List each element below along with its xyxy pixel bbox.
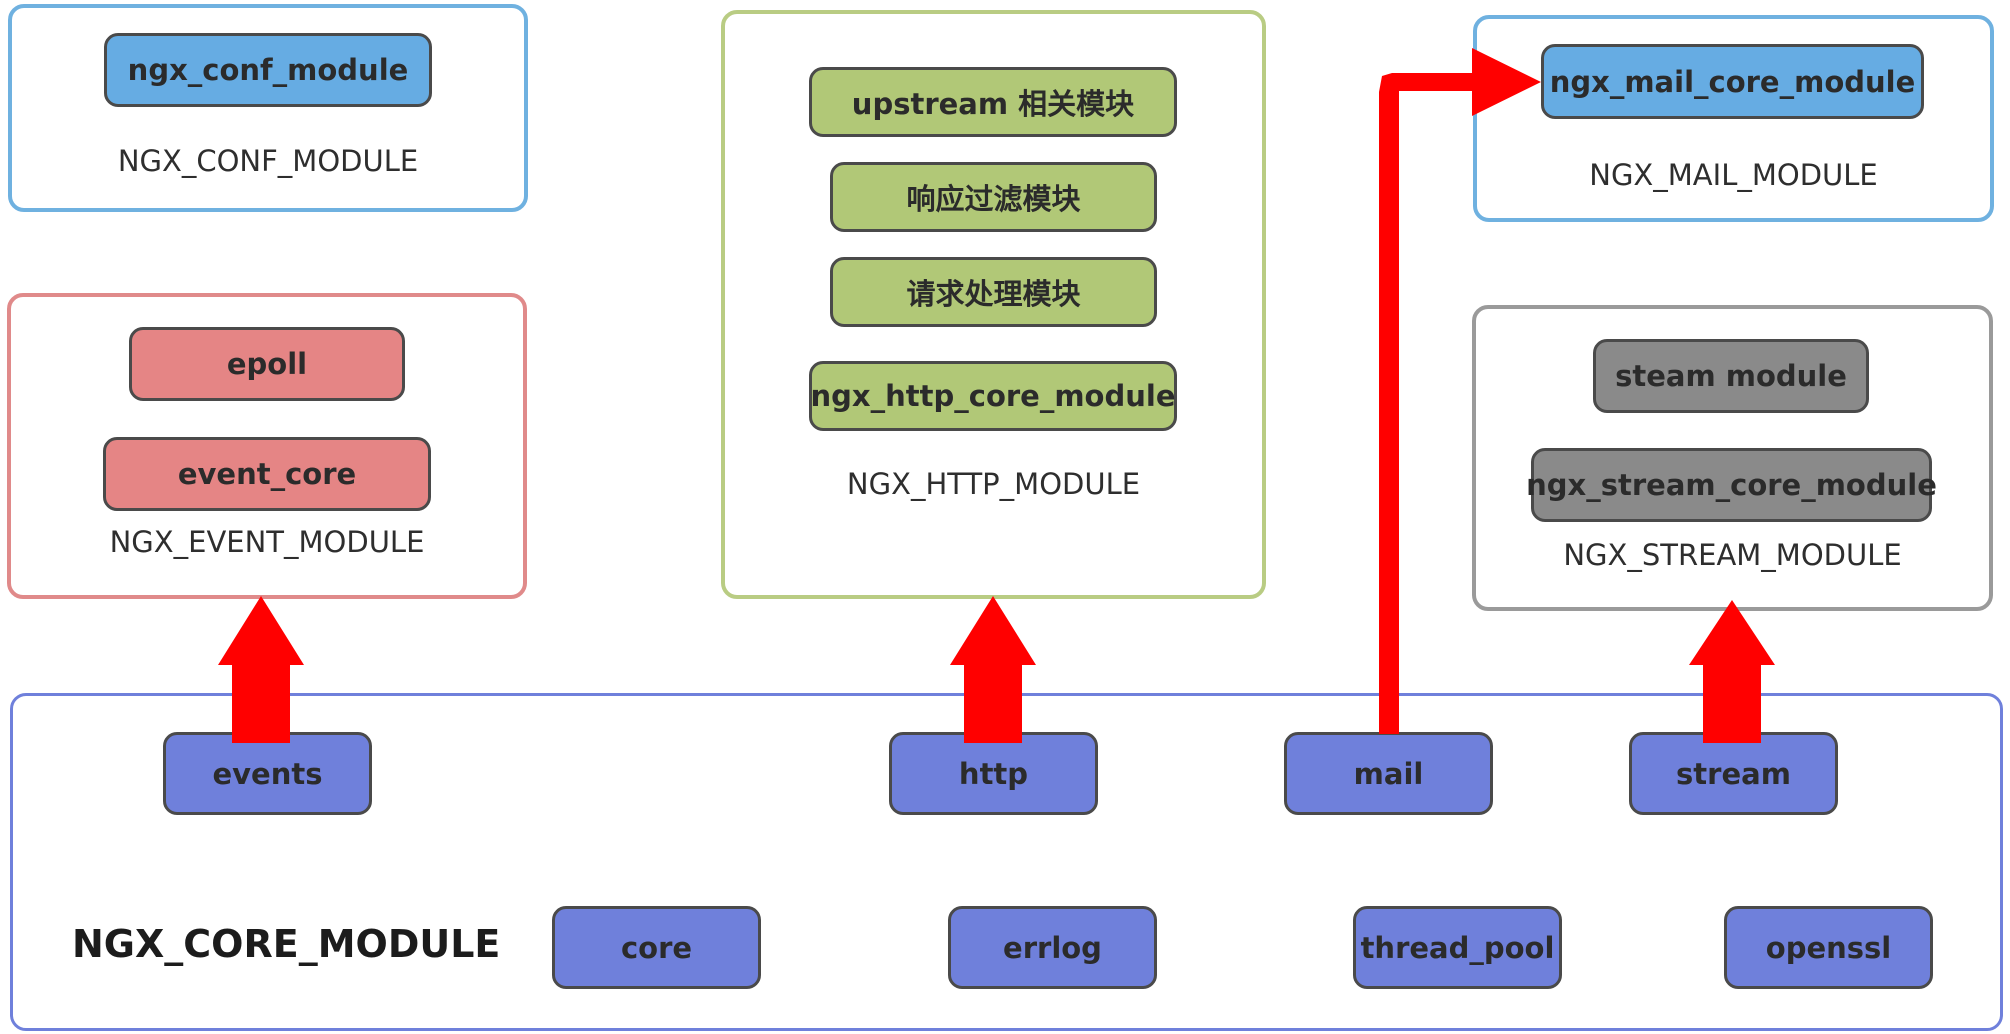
response-filter-module-box[interactable]: 响应过滤模块 (830, 162, 1157, 232)
epoll-module-box[interactable]: epoll (129, 327, 405, 401)
ngx-mail-core-module-box[interactable]: ngx_mail_core_module (1541, 44, 1924, 119)
ngx-http-core-module-box[interactable]: ngx_http_core_module (809, 361, 1177, 431)
ngx-stream-core-module-box[interactable]: ngx_stream_core_module (1526, 448, 1937, 522)
http-module-box[interactable]: http (889, 732, 1098, 815)
core-module-label: NGX_CORE_MODULE (72, 922, 501, 966)
arrow-http-to-http-module (950, 596, 1036, 743)
request-handler-module-box[interactable]: 请求处理模块 (830, 257, 1157, 327)
mail-module-box[interactable]: mail (1284, 732, 1493, 815)
upstream-module-box[interactable]: upstream 相关模块 (809, 67, 1177, 137)
stream-module-label: NGX_STREAM_MODULE (1563, 538, 1902, 572)
errlog-box[interactable]: errlog (948, 906, 1157, 989)
steam-module-box[interactable]: steam module (1593, 339, 1869, 413)
mail-module-label: NGX_MAIL_MODULE (1589, 158, 1878, 192)
events-module-box[interactable]: events (163, 732, 372, 815)
arrow-events-to-event-module (218, 596, 304, 743)
thread-pool-box[interactable]: thread_pool (1353, 906, 1562, 989)
ngx-conf-module-box[interactable]: ngx_conf_module (104, 33, 432, 107)
http-module-label: NGX_HTTP_MODULE (846, 467, 1141, 501)
arrow-mail-to-mail-module (1379, 48, 1541, 734)
arrow-stream-to-stream-module (1689, 600, 1775, 743)
conf-module-label: NGX_CONF_MODULE (117, 144, 419, 178)
core-box[interactable]: core (552, 906, 761, 989)
openssl-box[interactable]: openssl (1724, 906, 1933, 989)
event-core-module-box[interactable]: event_core (103, 437, 431, 511)
event-module-label: NGX_EVENT_MODULE (109, 525, 425, 559)
